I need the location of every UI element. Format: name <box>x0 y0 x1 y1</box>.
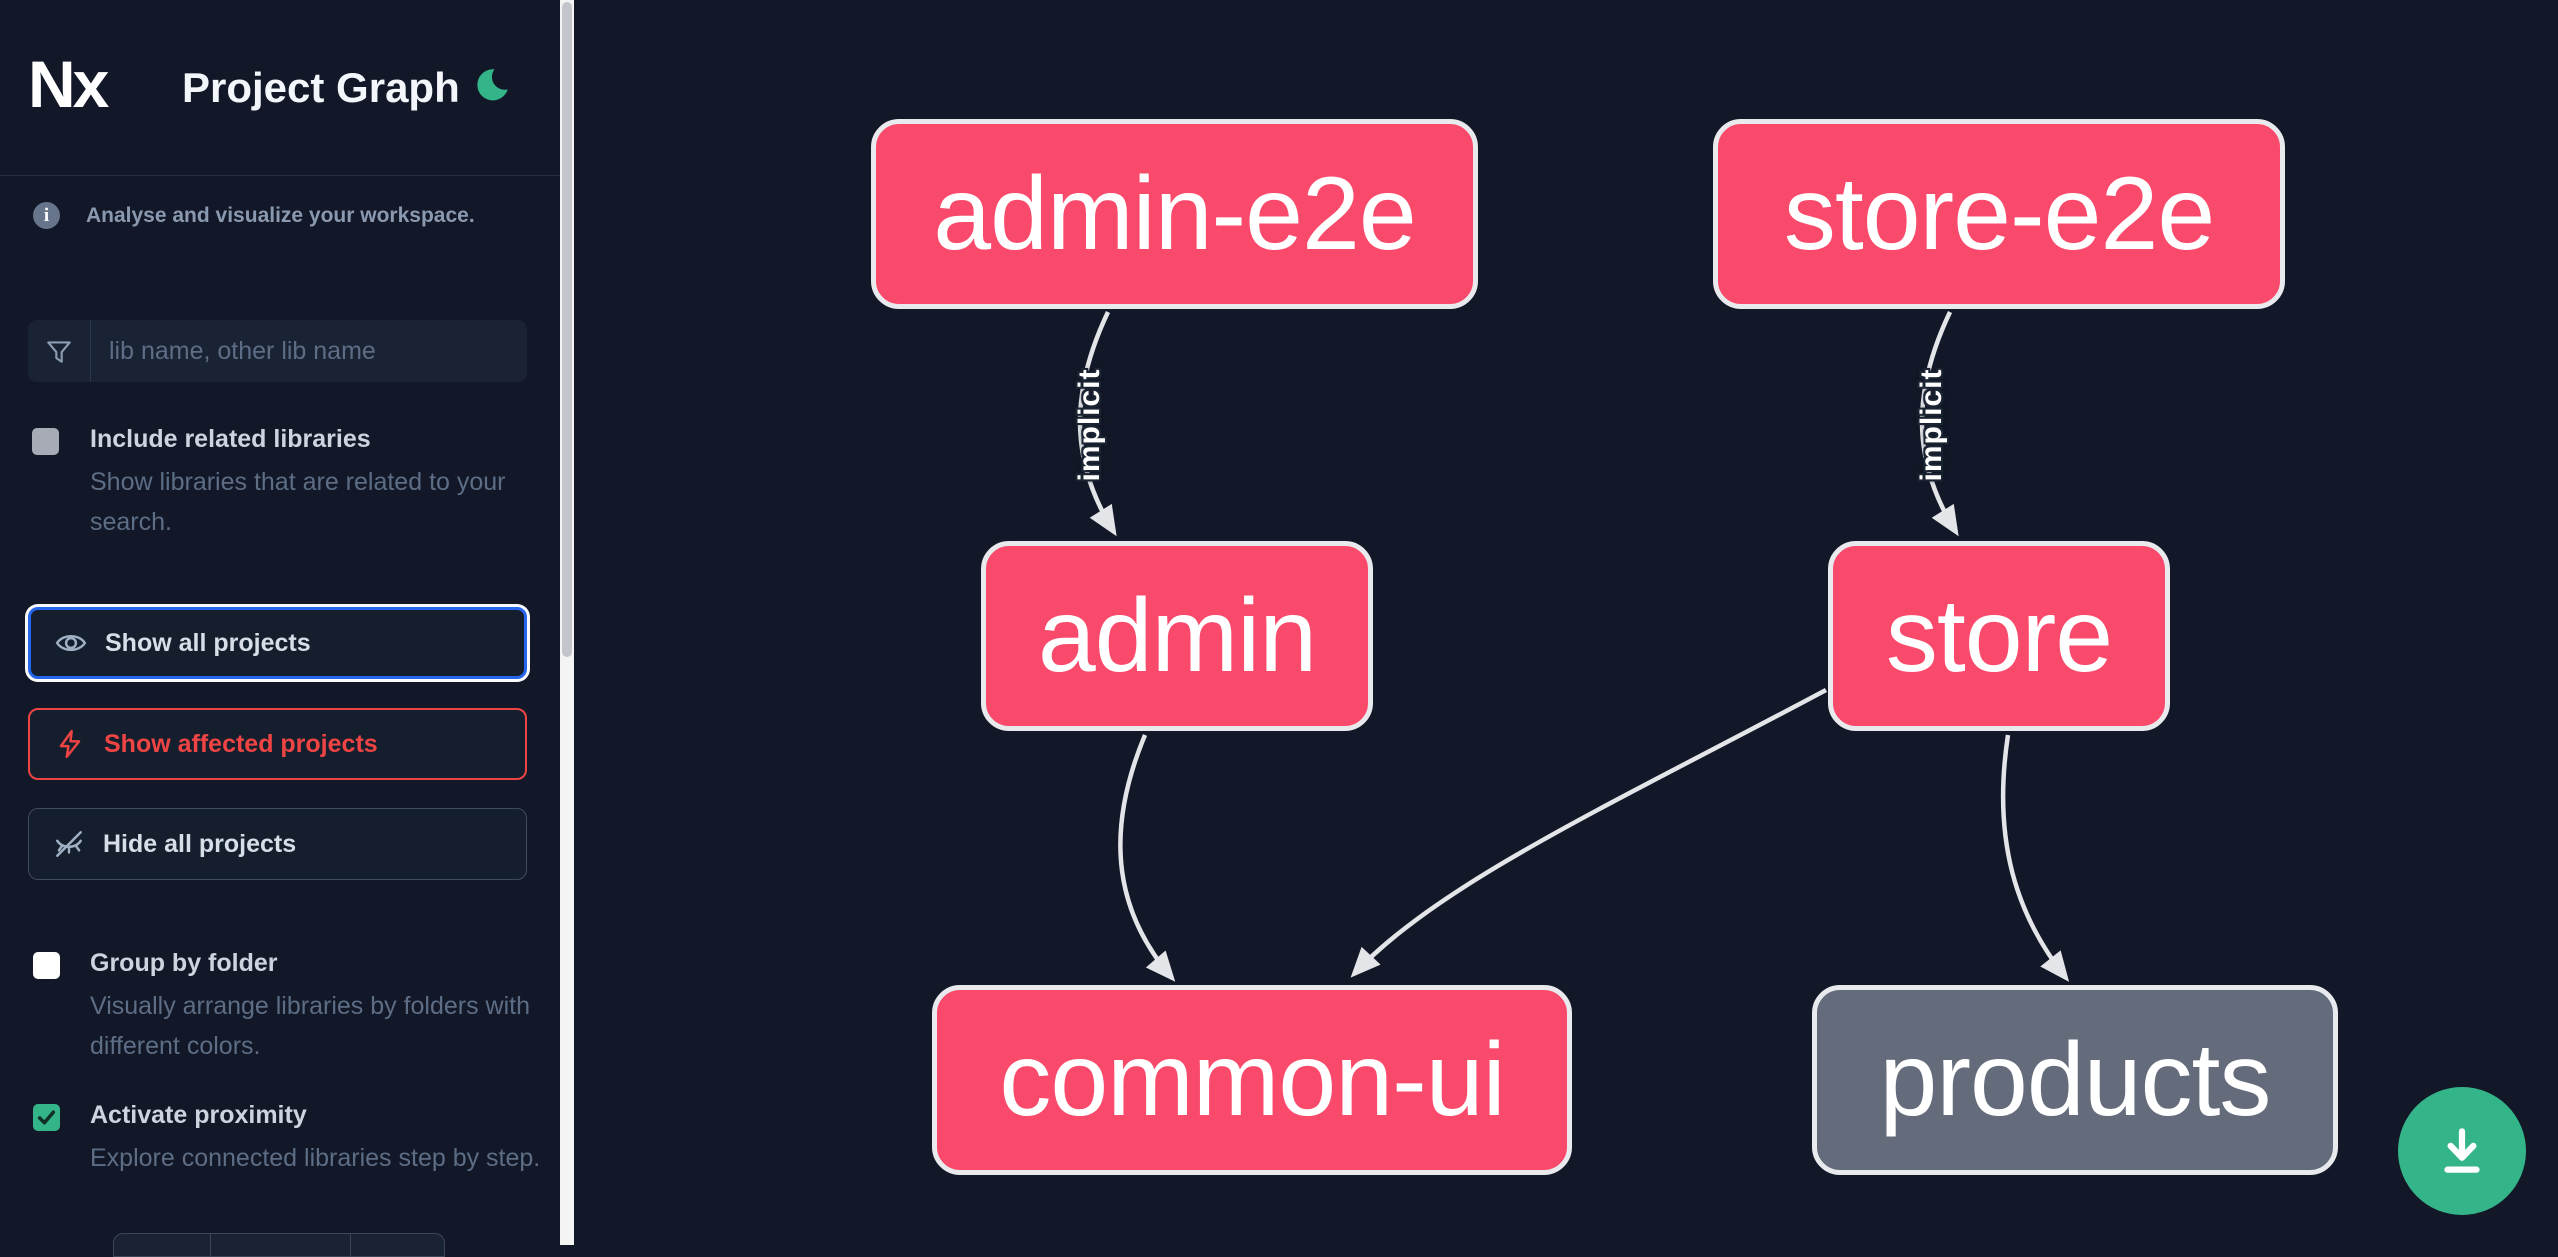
bolt-icon <box>54 728 86 760</box>
filter-icon <box>28 320 91 382</box>
bottom-segmented-control <box>113 1233 445 1257</box>
include-related-description: Show libraries that are related to your … <box>90 468 506 536</box>
segment-button-3[interactable] <box>350 1234 444 1256</box>
segment-button-1[interactable] <box>114 1234 210 1256</box>
show-all-projects-button[interactable]: Show all projects <box>28 607 527 679</box>
graph-node-common-ui[interactable]: common-ui <box>932 985 1572 1175</box>
info-icon: i <box>33 202 60 229</box>
graph-node-admin-e2e[interactable]: admin-e2e <box>871 119 1478 309</box>
edge-label-admin-e2e-to-admin: implicit <box>1073 368 1106 482</box>
download-graph-button[interactable] <box>2398 1087 2526 1215</box>
hide-all-projects-label: Hide all projects <box>103 829 297 858</box>
show-affected-projects-button[interactable]: Show affected projects <box>28 708 527 780</box>
include-related-label: Include related libraries <box>90 425 371 453</box>
eye-off-icon <box>53 828 85 860</box>
theme-toggle-button[interactable] <box>470 66 510 106</box>
page-title: Project Graph <box>182 64 460 111</box>
graph-node-store[interactable]: store <box>1828 541 2170 731</box>
activate-proximity-label: Activate proximity <box>90 1101 307 1129</box>
workspace-info-row: i Analyse and visualize your workspace. <box>33 202 533 229</box>
segment-button-2[interactable] <box>210 1234 350 1256</box>
edge-store-to-products <box>2000 734 2070 982</box>
show-all-projects-label: Show all projects <box>105 628 311 657</box>
header-divider <box>0 175 560 176</box>
graph-node-products[interactable]: products <box>1812 985 2338 1175</box>
nx-logo-text: Nx <box>28 47 109 121</box>
include-related-checkbox[interactable] <box>32 428 59 455</box>
sidebar-scrollbar-track[interactable] <box>560 0 574 1245</box>
eye-icon <box>55 627 87 659</box>
edge-admin-to-common-ui <box>1118 734 1176 982</box>
group-by-folder-checkbox[interactable] <box>33 952 60 979</box>
search-input[interactable] <box>91 320 527 382</box>
sidebar-scrollbar-thumb[interactable] <box>562 2 572 657</box>
edge-admin-e2e-to-admin <box>1077 311 1117 537</box>
activate-proximity-description: Explore connected libraries step by step… <box>90 1144 541 1172</box>
group-by-folder-description: Visually arrange libraries by folders wi… <box>90 992 531 1060</box>
nx-logo: Nx <box>28 34 128 134</box>
edge-store-e2e-to-store <box>1919 311 1959 537</box>
download-icon <box>2433 1122 2491 1180</box>
graph-node-admin[interactable]: admin <box>981 541 1373 731</box>
search-box <box>28 320 527 382</box>
graph-node-store-e2e[interactable]: store-e2e <box>1713 119 2285 309</box>
workspace-info-text: Analyse and visualize your workspace. <box>86 203 475 227</box>
show-affected-projects-label: Show affected projects <box>104 729 378 758</box>
activate-proximity-checkbox[interactable] <box>33 1104 60 1131</box>
hide-all-projects-button[interactable]: Hide all projects <box>28 808 527 880</box>
sidebar: Nx Project Graph i Analyse and visualize… <box>0 0 560 1257</box>
moon-icon <box>470 66 510 106</box>
group-by-folder-label: Group by folder <box>90 949 278 977</box>
edge-store-to-common-ui <box>1350 688 1828 978</box>
check-icon <box>36 1107 57 1128</box>
edge-label-store-e2e-to-store: implicit <box>1915 368 1948 482</box>
